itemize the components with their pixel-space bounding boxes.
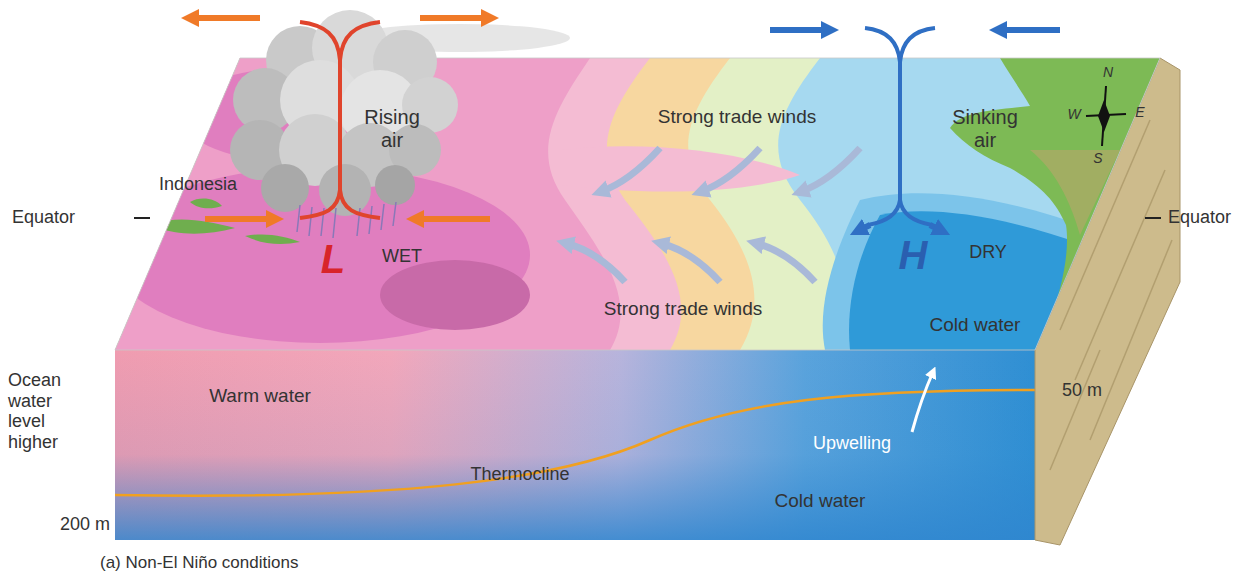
wind-label: Strong trade winds [658, 106, 816, 128]
level-label: Ocean water level higher [8, 370, 80, 453]
wind-label: Strong trade winds [604, 298, 762, 320]
depth-label: 50 m [1062, 380, 1102, 401]
layer-label: Thermocline [470, 464, 569, 485]
compass-letter: N [1103, 64, 1113, 80]
figure-caption: (a) Non-El Niño conditions [100, 553, 298, 573]
compass-letter: S [1093, 150, 1102, 166]
equator-label: Equator [1168, 207, 1231, 228]
compass-letter: W [1067, 106, 1080, 122]
equator-label: Equator [12, 207, 75, 228]
compass-letter: E [1135, 104, 1144, 120]
weather-label: DRY [969, 242, 1007, 263]
air-label: Sinking air [945, 106, 1025, 152]
depth-label: 200 m [60, 514, 110, 535]
air-label: Rising air [356, 106, 428, 152]
weather-label: WET [382, 246, 422, 267]
pressure-letter: H [899, 232, 928, 278]
water-label: Cold water [775, 490, 866, 512]
pressure-letter: L [321, 236, 345, 282]
current-label: Upwelling [813, 433, 891, 454]
place-label: Indonesia [159, 174, 237, 195]
water-label: Warm water [209, 385, 311, 407]
water-label: Cold water [930, 314, 1021, 336]
